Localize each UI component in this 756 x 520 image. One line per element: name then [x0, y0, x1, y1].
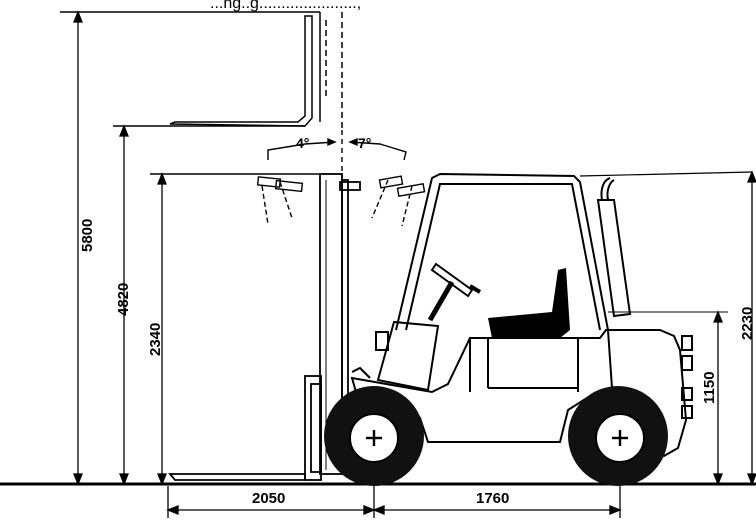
plus-hub-icon — [366, 430, 382, 446]
dim-label-4820: 4820 — [115, 283, 132, 316]
rear-wheel — [568, 386, 668, 486]
tilt-backward-label: 7° — [358, 135, 371, 151]
dim-label-2340: 2340 — [147, 323, 164, 356]
header-fragment: ...ng..g......................, — [210, 0, 361, 12]
tilt-forward-label: 4° — [296, 135, 309, 151]
dim-line-5800 — [73, 10, 83, 486]
raised-fork-outline — [60, 11, 343, 175]
dim-line-2230 — [747, 170, 756, 486]
tilt-indicator — [256, 130, 426, 227]
dim-label-1760: 1760 — [476, 490, 509, 507]
dim-line-1150 — [608, 310, 728, 486]
dim-label-2230: 2230 — [739, 307, 756, 340]
dim-label-5800: 5800 — [79, 219, 96, 252]
dim-label-1150: 1150 — [701, 371, 718, 404]
operator-seat — [488, 268, 570, 338]
steering-wheel — [427, 262, 482, 322]
truck-body — [350, 320, 693, 458]
overhead-guard — [395, 171, 753, 331]
dim-line-horizontal — [166, 486, 622, 518]
lowered-forks — [168, 375, 322, 481]
front-wheel — [324, 386, 424, 486]
dim-line-4820 — [119, 124, 129, 486]
plus-hub-icon — [612, 430, 628, 446]
dim-line-2340 — [157, 172, 167, 486]
exhaust-stack — [596, 177, 632, 318]
dim-label-2050: 2050 — [252, 490, 285, 507]
